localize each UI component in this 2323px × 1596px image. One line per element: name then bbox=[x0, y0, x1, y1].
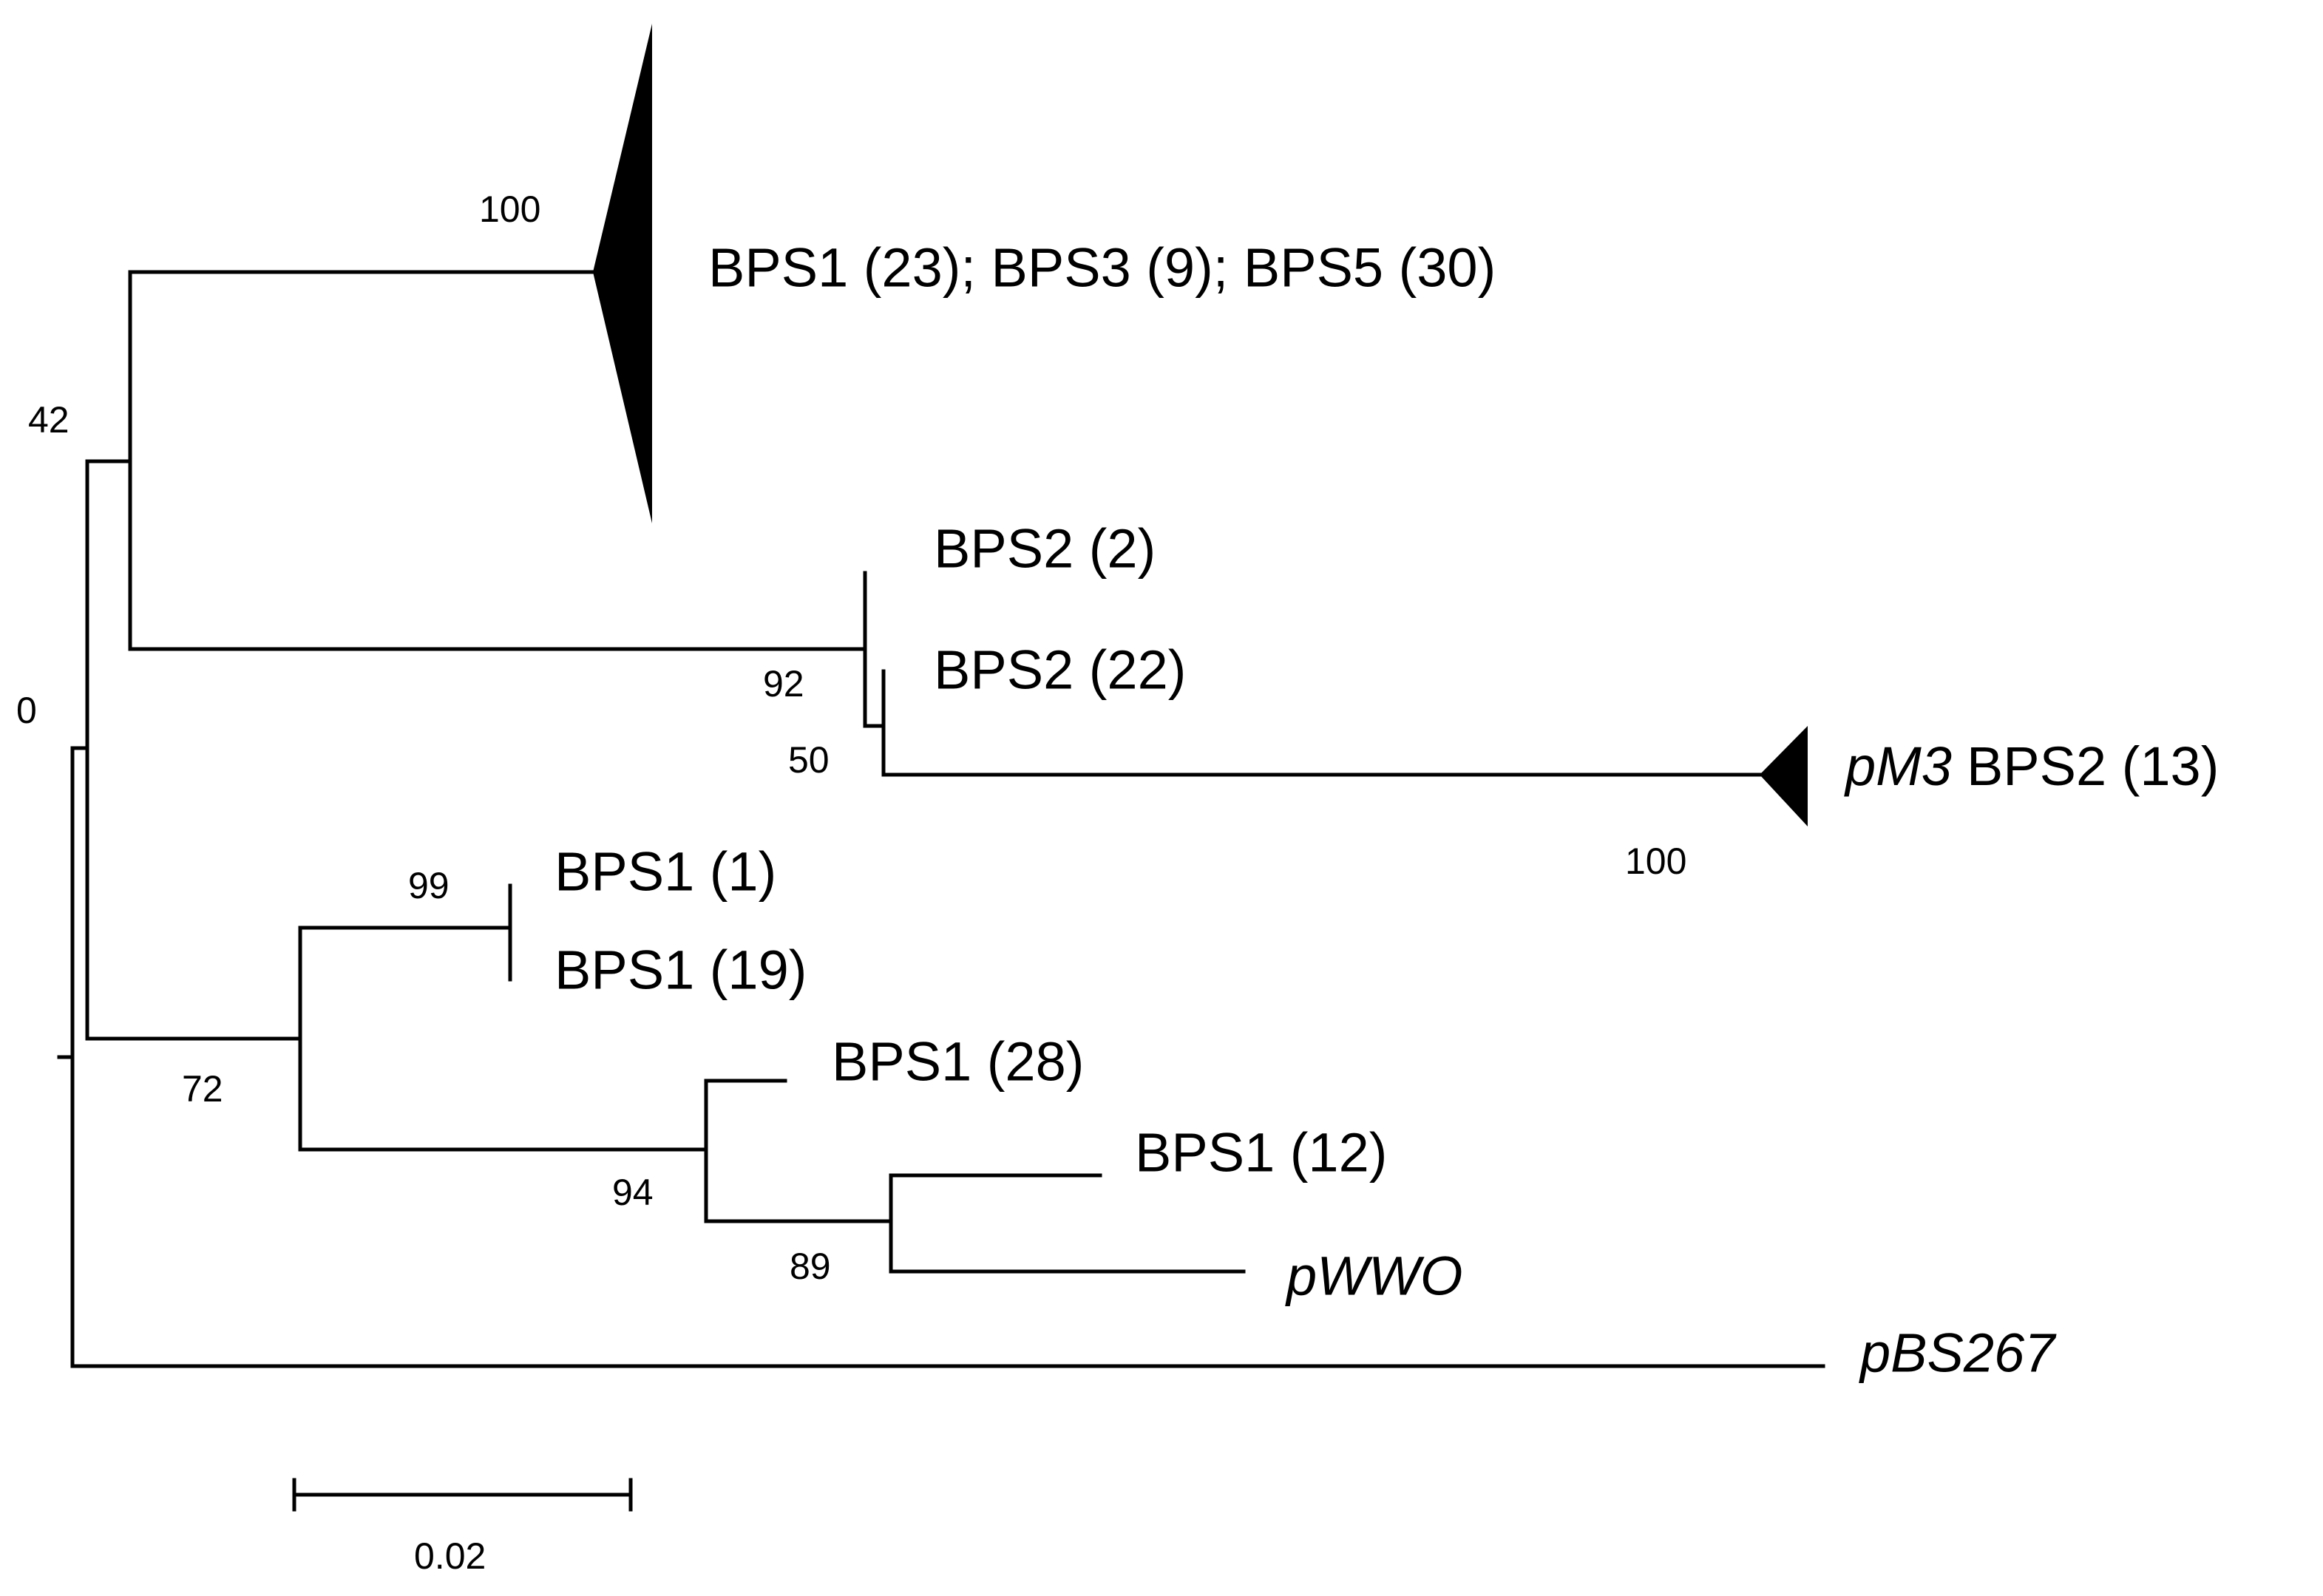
taxon-bps1-12: BPS1 (12) bbox=[1135, 1122, 1387, 1184]
taxon-bps2-2: BPS2 (2) bbox=[934, 518, 1156, 580]
support-node-42: 42 bbox=[28, 399, 69, 441]
scale-bar: 0.02 bbox=[292, 1478, 633, 1577]
tree-branches bbox=[57, 270, 1825, 1368]
taxon-bps1-28: BPS1 (28) bbox=[832, 1031, 1084, 1093]
taxon-pwwo: pWWO bbox=[1285, 1246, 1462, 1307]
support-clade-pm3: 100 bbox=[1625, 841, 1686, 882]
taxon-bps1-1: BPS1 (1) bbox=[555, 841, 776, 903]
taxon-bps2-22: BPS2 (22) bbox=[934, 639, 1186, 701]
support-node-72: 72 bbox=[182, 1068, 223, 1110]
support-node-94: 94 bbox=[612, 1172, 654, 1213]
taxon-bps1-19: BPS1 (19) bbox=[555, 940, 807, 1001]
taxon-pm3-italic: pM3 bbox=[1844, 736, 1952, 797]
taxon-collapsed-main: BPS1 (23); BPS3 (9); BPS5 (30) bbox=[708, 237, 1496, 299]
collapsed-clade-pm3 bbox=[1760, 726, 1808, 826]
support-node-92: 92 bbox=[763, 663, 804, 704]
taxon-pm3-name: BPS2 (13) bbox=[1967, 736, 2219, 797]
support-node-0: 0 bbox=[16, 690, 37, 731]
support-clade-main: 100 bbox=[479, 189, 540, 230]
collapsed-clade-main bbox=[593, 24, 652, 523]
support-node-89: 89 bbox=[790, 1246, 831, 1287]
support-node-99: 99 bbox=[408, 865, 450, 906]
support-node-50: 50 bbox=[788, 739, 830, 781]
scale-bar-label: 0.02 bbox=[414, 1535, 486, 1577]
taxon-labels: BPS1 (23); BPS3 (9); BPS5 (30) BPS2 (2) … bbox=[555, 237, 2219, 1384]
taxon-pbs267: pBS267 bbox=[1859, 1322, 2057, 1384]
support-values: 100 42 0 92 50 100 99 72 94 89 bbox=[16, 189, 1686, 1287]
